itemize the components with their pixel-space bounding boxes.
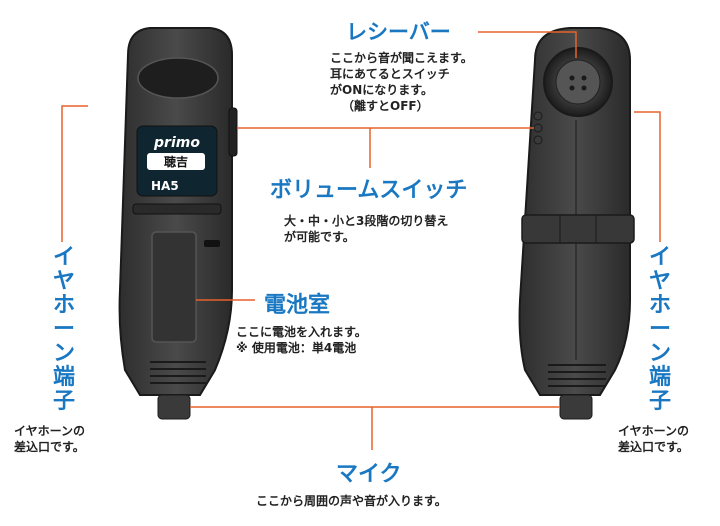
back-hinge: [521, 214, 635, 244]
receiver-desc-line: ここから音が聞こえます。: [330, 51, 473, 65]
model-text: HA5: [151, 179, 179, 193]
battery-cover: [151, 231, 197, 343]
brand-text: primo: [153, 135, 200, 151]
battery-title: 電池室: [264, 293, 331, 318]
speaker-window: [137, 57, 219, 99]
mic-desc: ここから周囲の声や音が入ります。: [256, 493, 447, 509]
volume-desc-line: が可能です。: [284, 230, 355, 244]
battery-desc-line: ここに電池を入れます。: [236, 325, 367, 339]
receiver-desc-line: がONになります。: [330, 83, 434, 97]
receiver-title: レシーバー: [346, 20, 451, 44]
receiver-desc: ここから音が聞こえます。 耳にあてるとスイッチ がONになります。 （離すとOF…: [330, 50, 473, 114]
earphone-right-title: イヤホーン端子: [648, 245, 671, 414]
earphone-left-title: イヤホーン端子: [52, 245, 75, 414]
leader-lines: [61, 31, 661, 450]
battery-desc-line: ※ 使用電池：単4電池: [236, 341, 357, 355]
volume-desc: 大・中・小と3段階の切り替え が可能です。: [284, 213, 448, 245]
side-buttons: [533, 111, 543, 145]
front-ridge: [132, 203, 222, 215]
earphone-right-desc-line: イヤホーンの: [618, 424, 690, 438]
receiver-desc-line: （離すとOFF）: [342, 99, 429, 113]
battery-desc: ここに電池を入れます。 ※ 使用電池：単4電池: [236, 324, 367, 356]
back-grille: [548, 364, 606, 387]
badge-text: 聴吉: [164, 154, 188, 169]
volume-desc-line: 大・中・小と3段階の切り替え: [284, 214, 449, 228]
badge-box: [147, 153, 205, 170]
mic-desc-line: ここから周囲の声や音が入ります。: [256, 494, 447, 508]
device-front: primo 聴吉 HA5: [118, 27, 238, 420]
receiver-center: [555, 59, 601, 105]
volume-title: ボリュームスイッチ: [270, 178, 468, 203]
earphone-left-desc: イヤホーンの 差込口です。: [14, 423, 85, 455]
earphone-right-desc: イヤホーンの 差込口です。: [618, 423, 689, 455]
earphone-left-desc-line: イヤホーンの: [14, 424, 86, 438]
earphone-right-desc-line: 差込口です。: [618, 440, 689, 454]
front-earphone-jack: [204, 240, 220, 247]
receiver-holes: [569, 75, 587, 91]
earphone-left-desc-line: 差込口です。: [14, 440, 85, 454]
back-body: [518, 27, 631, 396]
mic-title: マイク: [336, 462, 402, 487]
front-grille: [150, 361, 206, 384]
device-back: [518, 27, 635, 420]
side-volume-switch: [228, 107, 238, 157]
receiver-desc-line: 耳にあてるとスイッチ: [330, 67, 450, 81]
back-mic-tab: [559, 394, 593, 420]
front-mic-tab: [157, 394, 191, 420]
